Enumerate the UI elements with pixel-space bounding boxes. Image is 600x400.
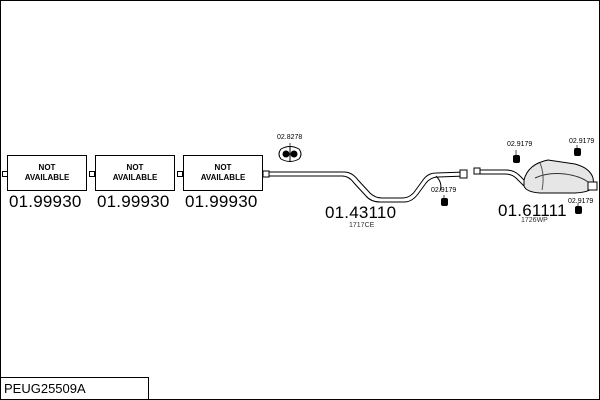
kit-code-box: PEUG25509A [0,377,149,400]
connector-dot [177,171,183,177]
hanger-code-1: 02.9179 [431,187,457,194]
connector-dot [89,171,95,177]
middle-pipe-ref: 1717CE [349,222,375,229]
rear-silencer-code: 01.61111 [498,201,567,220]
clamp-code: 02.8278 [277,134,303,141]
clamp-shape [278,146,302,162]
na-line1: NOT [38,163,56,172]
middle-pipe-shape [262,169,468,203]
middle-pipe-code: 01.43110 [325,203,397,222]
hanger-icon [574,148,581,156]
hanger-code-3: 02.9179 [569,138,595,145]
hanger-code-4: 02.9179 [568,198,594,205]
rear-silencer-ref: 1726WP [521,217,548,224]
hanger-icon [575,206,582,214]
na-line1: NOT [126,163,144,172]
na-line2: AVAILABLE [112,173,158,182]
part-code-3: 01.99930 [185,192,258,211]
hanger-code-2: 02.9179 [507,141,533,148]
na-line1: NOT [214,163,232,172]
hanger-icon [441,198,448,206]
part-code-2: 01.99930 [97,192,170,211]
hanger-icon [513,155,520,163]
rear-silencer-shape [473,159,598,194]
na-line2: AVAILABLE [200,173,246,182]
kit-code: PEUG25509A [4,381,86,396]
na-line2: AVAILABLE [24,173,70,182]
part-code-1: 01.99930 [9,192,82,211]
leader-lines [289,143,579,206]
